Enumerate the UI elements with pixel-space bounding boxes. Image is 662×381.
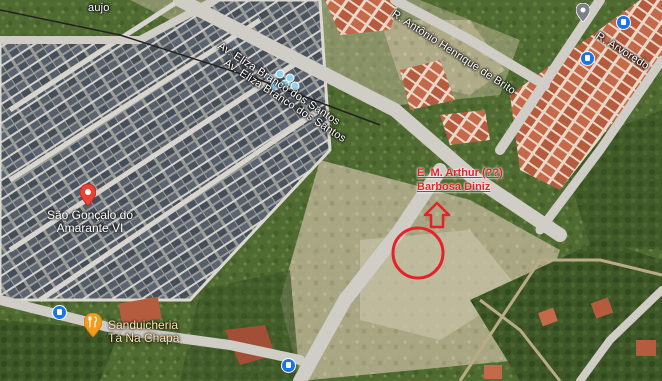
place-label-condo-line2: Amarante VI	[56, 221, 124, 235]
up-arrow-icon	[425, 203, 450, 228]
street-label-top-left: aujo	[88, 2, 110, 14]
red-location-pin-icon[interactable]	[79, 183, 97, 211]
place-label-condo-line1: São Gonçalo do	[46, 208, 134, 222]
bus-stop-icon[interactable]	[281, 358, 296, 373]
annotation-circle	[391, 226, 445, 280]
school-annotation-line2: Barbosa Diniz	[417, 181, 491, 193]
bus-stop-icon[interactable]	[580, 51, 595, 66]
bus-stop-icon[interactable]	[616, 15, 631, 30]
place-label-restaurant[interactable]: Sanduicheria Tá Na Chapa	[108, 319, 179, 345]
place-label-condo[interactable]: São Gonçalo do Amarante VI	[30, 209, 150, 235]
restaurant-pin-icon[interactable]	[83, 312, 103, 342]
school-annotation-label: E. M. Arthur (??) Barbosa Diniz	[417, 166, 503, 194]
bus-stop-icon[interactable]	[52, 305, 67, 320]
gray-location-pin-icon[interactable]	[575, 2, 591, 27]
place-label-restaurant-line2: Tá Na Chapa	[108, 331, 180, 345]
school-annotation-line1: E. M. Arthur (??)	[417, 167, 503, 179]
place-label-restaurant-line1: Sanduicheria	[108, 318, 179, 332]
